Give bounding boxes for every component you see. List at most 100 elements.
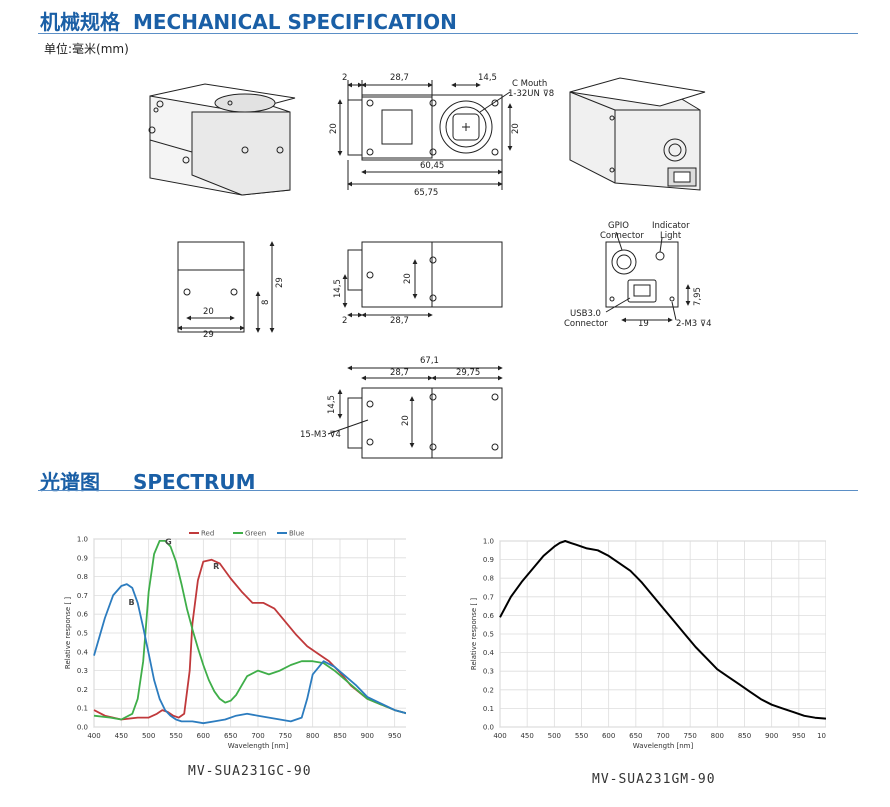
dim-19: 19	[638, 319, 649, 329]
y-tick-label: 0.6	[483, 612, 495, 620]
y-tick-label: 0.9	[77, 554, 88, 562]
x-tick-label: 500	[142, 732, 155, 740]
dim-side-29: 29	[203, 330, 214, 340]
spectrum-chart-mono: 400 450 500 550 600 650 700 750 800 850 900 950 1000…	[470, 538, 826, 750]
gpio-label: GPIO	[608, 221, 629, 231]
x-tick-label: 950	[792, 732, 805, 740]
unit-label: 单位:毫米(mm)	[44, 42, 129, 56]
x-tick-label: 400	[493, 732, 506, 740]
dim-20-left: 20	[329, 123, 339, 134]
x-tick-label: 550	[169, 732, 182, 740]
y-tick-label: 0.1	[483, 705, 494, 713]
y-tick-label: 1.0	[483, 538, 494, 546]
chart-caption-mono: MV-SUA231GM-90	[592, 772, 716, 787]
legend-label: Red	[201, 530, 214, 538]
dim-28-7: 28,7	[390, 73, 409, 83]
x-tick-label: 800	[711, 732, 724, 740]
y-tick-label: 0.5	[483, 631, 494, 639]
y-tick-label: 0.9	[483, 556, 494, 564]
mechanical-drawings: 2 28,7 14,5 C Mouth 1-32UN ⊽8 20 20 60,4…	[148, 73, 712, 459]
section-divider-spectrum	[38, 490, 858, 491]
y-tick-label: 0.7	[77, 592, 88, 600]
dim-14-5: 14,5	[478, 73, 497, 83]
y-tick-label: 1.0	[77, 536, 88, 544]
x-tick-label: 800	[306, 732, 319, 740]
y-tick-label: 0.3	[483, 668, 494, 676]
x-axis-label: Wavelength [nm]	[228, 742, 289, 750]
indicator-label-2: Light	[660, 231, 682, 241]
y-tick-label: 0.7	[483, 593, 494, 601]
dim-60-45: 60,45	[420, 161, 444, 171]
y-axis-label: Relative response [ ]	[470, 598, 478, 670]
x-tick-label: 600	[602, 732, 615, 740]
camera-3d-rear-view	[569, 77, 706, 191]
series-line-response	[499, 540, 826, 720]
y-tick-label: 0.0	[483, 724, 494, 732]
x-tick-label: 500	[548, 732, 561, 740]
dim-2: 2	[342, 73, 347, 83]
x-tick-label: 650	[224, 732, 237, 740]
x-tick-label: 450	[115, 732, 128, 740]
dim-mid-28-7: 28,7	[390, 316, 409, 326]
chart-caption-color: MV-SUA231GC-90	[188, 764, 312, 779]
dim-67-1: 67,1	[420, 356, 439, 366]
m3-4-label: 2-M3 ⊽4	[676, 319, 712, 329]
x-tick-label: 750	[683, 732, 696, 740]
y-axis-label: Relative response [ ]	[64, 597, 72, 669]
dim-mid-20: 20	[403, 273, 413, 284]
series-annotation: R	[213, 562, 219, 571]
dim-20-right: 20	[511, 123, 521, 134]
usb-label-2: Connector	[564, 319, 608, 329]
y-tick-label: 0.2	[483, 686, 494, 694]
series-annotation: G	[165, 538, 172, 547]
x-tick-label: 600	[197, 732, 210, 740]
x-tick-label: 850	[738, 732, 751, 740]
dim-bottom-20: 20	[401, 415, 411, 426]
y-tick-label: 0.1	[77, 705, 88, 713]
dim-mid-2: 2	[342, 316, 347, 326]
x-tick-label: 650	[629, 732, 642, 740]
dim-side-29-vert: 29	[275, 277, 285, 288]
y-tick-label: 0.3	[77, 667, 88, 675]
dim-side-20: 20	[203, 307, 214, 317]
x-tick-label: 700	[251, 732, 264, 740]
x-tick-label: 450	[520, 732, 533, 740]
y-tick-label: 0.8	[483, 575, 494, 583]
dim-29-75: 29,75	[456, 368, 480, 378]
legend-label: Blue	[289, 530, 305, 538]
camera-rear-panel	[605, 231, 691, 323]
y-tick-label: 0.5	[77, 630, 88, 638]
x-tick-label: 850	[333, 732, 346, 740]
camera-top-view	[337, 80, 513, 190]
dim-bottom-14-5: 14,5	[327, 395, 337, 414]
x-tick-label: 550	[575, 732, 588, 740]
dim-bottom-28-7: 28,7	[390, 368, 409, 378]
series-annotation: B	[128, 598, 134, 607]
x-tick-label: 750	[279, 732, 292, 740]
x-tick-label: 900	[765, 732, 778, 740]
series-line-blue	[93, 583, 406, 725]
x-tick-label: 1000	[817, 732, 826, 740]
section-divider	[38, 33, 858, 34]
indicator-label: Indicator	[652, 221, 690, 231]
section-title-mechanical: 机械规格 MECHANICAL SPECIFICATION	[40, 6, 457, 35]
camera-bottom-view	[327, 365, 503, 459]
dim-mid-14-5: 14,5	[333, 279, 343, 298]
camera-3d-front-view	[148, 83, 296, 196]
y-tick-label: 0.4	[77, 648, 89, 656]
x-tick-label: 950	[388, 732, 401, 740]
dim-side-8: 8	[261, 300, 271, 305]
camera-side-view	[177, 241, 275, 333]
y-tick-label: 0.4	[483, 649, 495, 657]
spectrum-chart-color: 4004505005506006507007508008509009501000…	[64, 530, 406, 750]
gpio-label-2: Connector	[600, 231, 644, 241]
y-tick-label: 0.2	[77, 686, 88, 694]
x-tick-label: 700	[656, 732, 669, 740]
section-title-cn: 机械规格	[40, 10, 120, 34]
c-mouth-thread: 1-32UN ⊽8	[508, 89, 554, 99]
x-tick-label: 400	[87, 732, 100, 740]
x-tick-label: 900	[361, 732, 374, 740]
dim-7-95: 7,95	[693, 287, 703, 306]
c-mouth-label: C Mouth	[512, 79, 547, 89]
legend-label: Green	[245, 530, 266, 538]
